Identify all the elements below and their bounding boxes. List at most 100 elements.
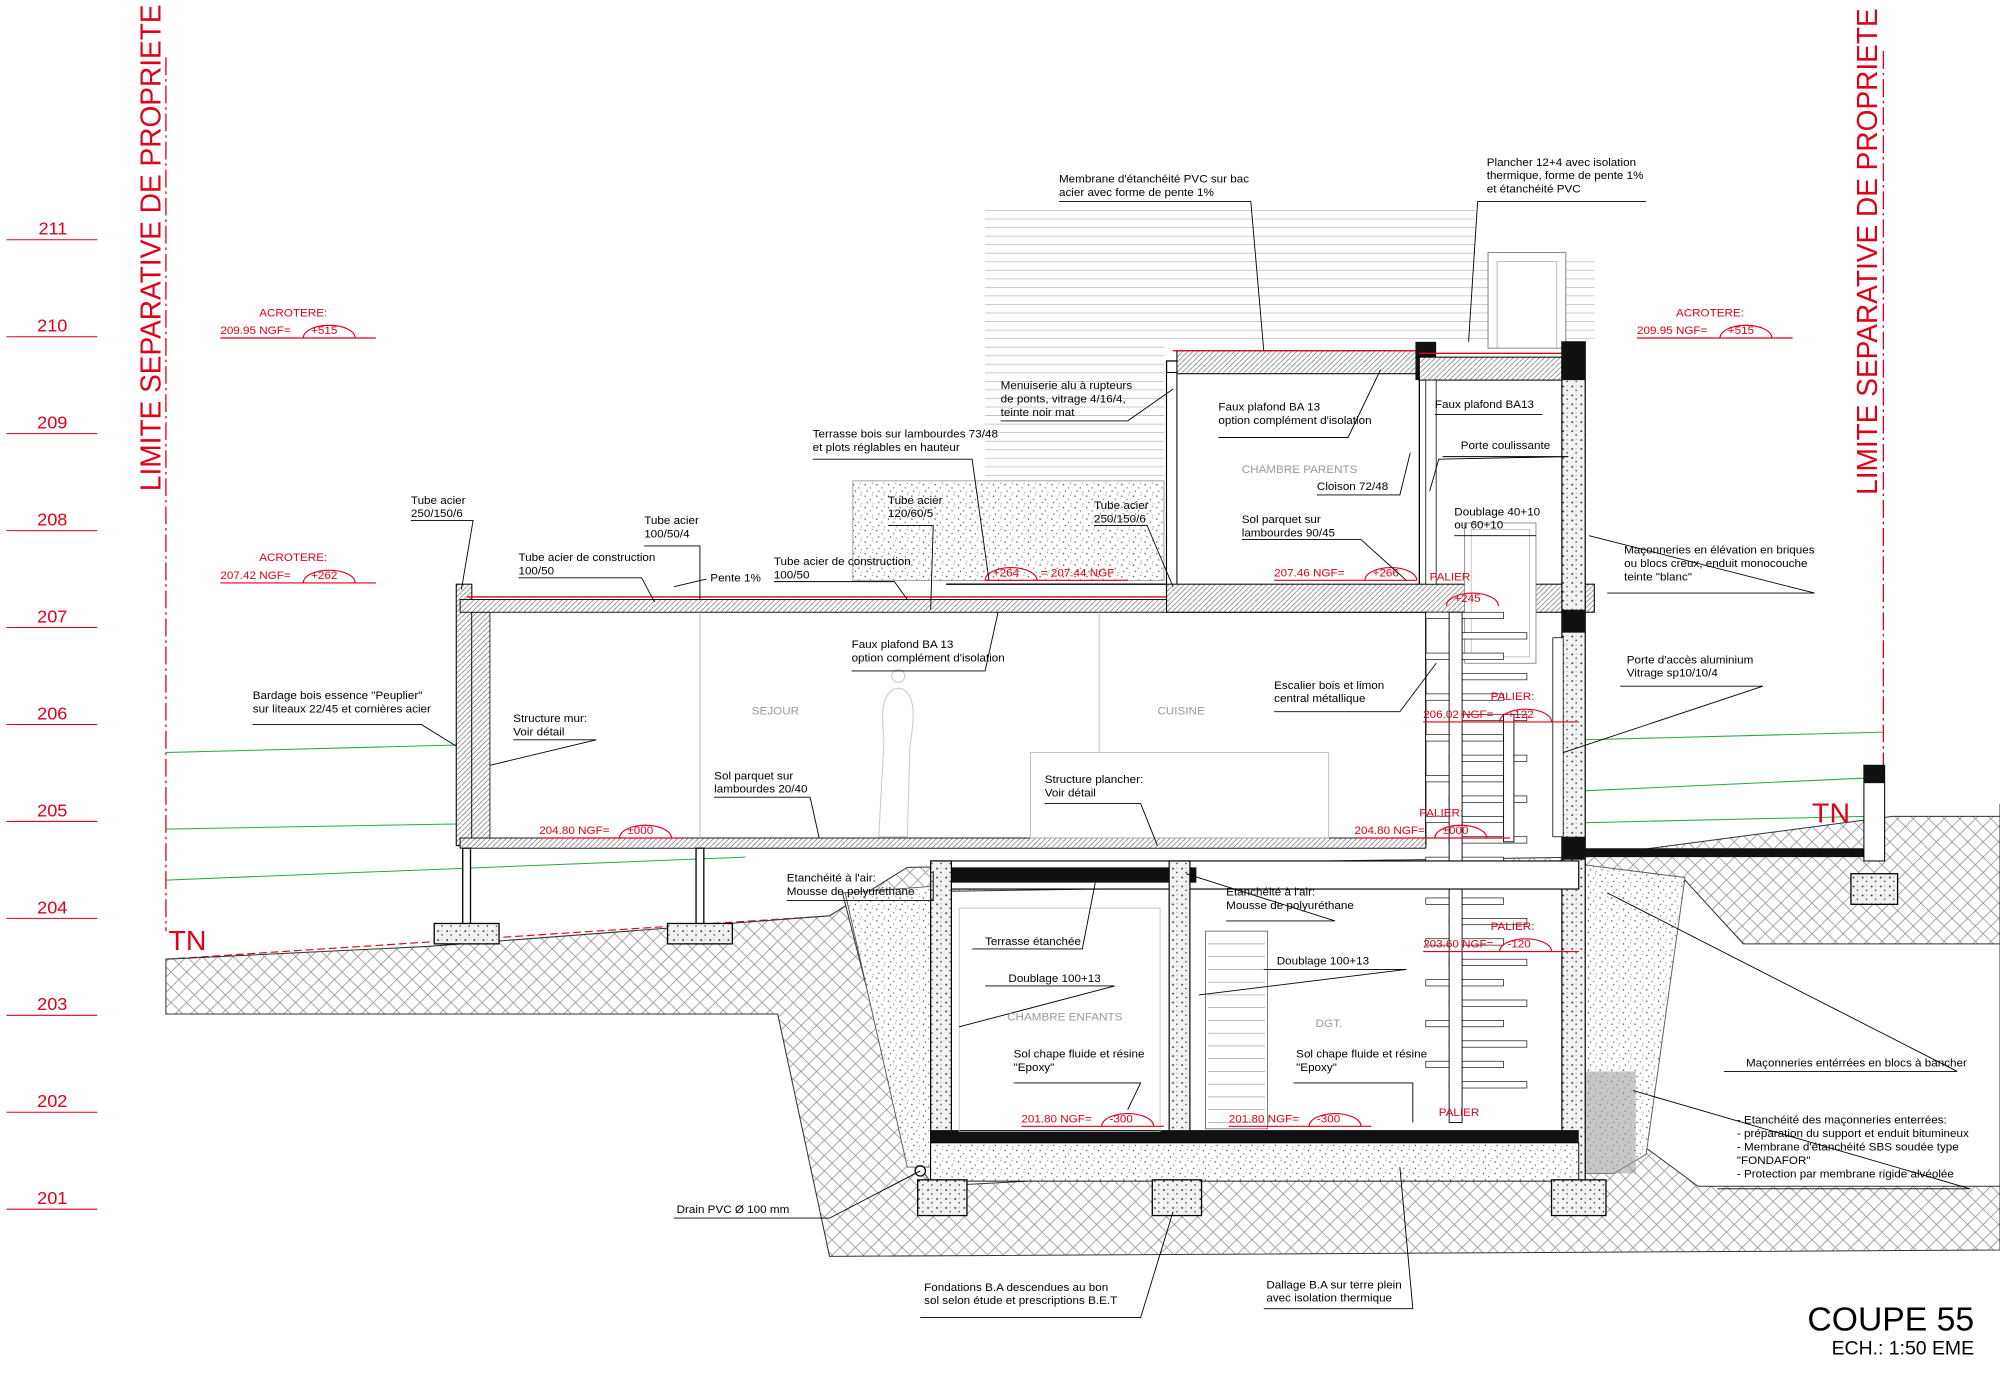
annotation-line: 100/50/4 <box>644 529 690 541</box>
level-title: PALIER <box>1439 1107 1480 1119</box>
annotation-line: ou 60+10 <box>1454 520 1503 532</box>
annotation-terrasse-etanchee: Terrasse étanchée <box>972 882 1096 950</box>
annotation-line: Vitrage sp10/10/4 <box>1627 668 1719 680</box>
annotation-line: lambourdes 20/40 <box>714 784 807 796</box>
annotation-line: thermique, forme de pente 1% <box>1487 170 1644 182</box>
room-dgt: DGT. <box>1316 1018 1343 1030</box>
annotation-sol-chape-left: Sol chape fluide et résine"Epoxy" <box>1013 1048 1144 1110</box>
level-marker-basement_left: 201.80 NGF=-300 <box>1021 1112 1164 1127</box>
ground-tn-right: TN <box>1812 797 1850 829</box>
annotation-line: Maçonneries entérrées en blocs à bancher <box>1746 1057 1967 1069</box>
annotation-line: 100/50 <box>774 570 810 582</box>
annotation-line: Etanchéité à l'air: <box>1226 886 1315 898</box>
annotation-line: "FONDAFOR" <box>1737 1155 1811 1167</box>
level-rel: +245 <box>1454 593 1480 605</box>
background-window <box>1487 252 1567 349</box>
annotation-line: acier avec forme de pente 1% <box>1059 187 1214 199</box>
room-chambre-enfants: CHAMBRE ENFANTS <box>1007 1011 1123 1023</box>
level-marker-palier_ground: PALIER:204.80 NGF=±000 <box>1354 807 1511 839</box>
annotation-line: Menuiserie alu à rupteurs <box>1001 380 1133 392</box>
annotation-faux-plafond-ba13: Faux plafond BA13 <box>1434 399 1543 415</box>
annotation-etancheite-air-left: Etanchéité à l'air:Mousse de polyuréthan… <box>787 871 934 901</box>
wood-cladding <box>455 583 473 847</box>
annotation-line: Doublage 100+13 <box>1008 973 1100 985</box>
annotation-line: Escalier bois et limon <box>1274 680 1384 692</box>
property-limit-label-right: LIMITE SEPARATIVE DE PROPRIETE <box>1851 8 1883 495</box>
level-marker-acrotere_right_high: ACROTERE:209.95 NGF=+515 <box>1637 307 1793 339</box>
annotation-line: Dallage B.A sur terre plein <box>1266 1279 1401 1291</box>
level-ngf: 203.60 NGF= <box>1423 939 1494 951</box>
annotation-structure-plancher: Structure plancher:Voir détail <box>1044 774 1158 846</box>
level-title: PALIER: <box>1491 921 1535 933</box>
annotation-line: Structure mur: <box>513 713 587 725</box>
basement-slab <box>930 1130 1579 1143</box>
annotation-line: - Protection par membrane rigide alvéolé… <box>1737 1168 1954 1180</box>
annotation-maconneries-enterrees: Maçonneries entérrées en blocs à bancher <box>1607 892 1967 1072</box>
elevation-label: 206 <box>37 704 67 724</box>
annotation-tube-construction-1: Tube acier de construction 100/50 <box>518 552 655 603</box>
level-marker-palier-basement: PALIER <box>1439 1107 1480 1119</box>
basement-shelving <box>1205 930 1269 1130</box>
annotation-cloison: Cloison 72/48 <box>1316 452 1411 496</box>
annotation-sol-parquet-ground: Sol parquet sur lambourdes 20/40 <box>714 770 820 839</box>
annotation-line: Cloison 72/48 <box>1317 481 1388 493</box>
room-sejour: SEJOUR <box>752 705 799 717</box>
annotation-line: teinte noir mat <box>1001 407 1076 419</box>
annotation-line: Maçonneries en élévation en briques <box>1624 545 1815 557</box>
annotation-structure-mur: Structure mur:Voir détail <box>489 713 597 766</box>
annotation-doublage-100-left: Doublage 100+13 <box>959 973 1115 1028</box>
annotation-sol-chape-right: Sol chape fluide et résine"Epoxy" <box>1293 1048 1427 1123</box>
annotation-line: ou blocs creux, enduit monocouche <box>1624 558 1807 570</box>
annotation-bardage: Bardage bois essence "Peuplier"sur litea… <box>252 690 457 747</box>
annotation-dallage: Dallage B.A sur terre plein avec isolatio… <box>1263 1167 1414 1310</box>
annotation-line: Terrasse bois sur lambourdes 73/48 <box>813 429 998 441</box>
ground-floor-supports <box>433 847 733 945</box>
annotation-line: teinte "blanc" <box>1624 571 1692 583</box>
annotation-line: avec isolation thermique <box>1266 1293 1392 1305</box>
masonry-wall-right <box>1561 341 1586 1185</box>
annotation-line: Tube acier de construction <box>518 552 655 564</box>
annotations: Membrane d'étanchéité PVC sur bac acier a… <box>252 157 1971 1319</box>
room-cuisine: CUISINE <box>1157 705 1205 717</box>
annotation-line: option complément d'isolation <box>1218 415 1371 427</box>
level-marker-terrace: +264= 207.44 NGF <box>984 567 1128 581</box>
annotation-line: Tube acier <box>888 495 943 507</box>
annotation-line: Porte coulissante <box>1461 440 1550 452</box>
elevation-label: 207 <box>37 607 67 627</box>
annotation-line: Faux plafond BA 13 <box>852 639 954 651</box>
annotation-line: de ponts, vitrage 4/16/4, <box>1001 393 1126 405</box>
annotation-line: Sol chape fluide et résine <box>1296 1048 1427 1060</box>
level-rel: -300 <box>1317 1114 1340 1126</box>
annotation-etancheite-maconneries: - Etanchéité des maçonneries enterrées:-… <box>1633 1090 1971 1190</box>
annotation-drain: Drain PVC Ø 100 mm <box>674 1170 921 1219</box>
annotation-line: et plots réglables en hauteur <box>813 442 960 454</box>
annotation-line: Tube acier de construction <box>774 556 911 568</box>
ground-tn-left: TN <box>169 924 207 956</box>
level-ngf: 204.80 NGF= <box>1355 825 1426 837</box>
elevation-label: 201 <box>37 1188 67 1208</box>
elevation-label: 204 <box>37 897 67 917</box>
annotation-line: Drain PVC Ø 100 mm <box>677 1204 790 1216</box>
basement-dallage <box>930 1142 1580 1182</box>
annotation-porte-coulissante: Porte coulissante <box>1429 440 1569 492</box>
annotation-membrane-pvc: Membrane d'étanchéité PVC sur bac acier a… <box>1058 173 1265 351</box>
annotation-line: Porte d'accès aluminium <box>1627 654 1754 666</box>
annotation-line: 100/50 <box>518 566 554 578</box>
annotation-line: 250/150/6 <box>1094 513 1146 525</box>
annotation-line: Membrane d'étanchéité PVC sur bac <box>1059 173 1249 185</box>
level-marker-palier_mid: PALIER:206.02 NGF=+122 <box>1423 691 1579 723</box>
level-marker-upper_floor: 207.46 NGF=+266 <box>1274 567 1418 581</box>
level-rel: ±000 <box>1443 825 1469 837</box>
property-limit-label-left: LIMITE SEPARATIVE DE PROPRIETE <box>135 4 167 491</box>
annotation-line: Sol parquet sur <box>714 770 793 782</box>
level-ngf: 206.02 NGF= <box>1423 709 1494 721</box>
elevation-label: 203 <box>37 994 67 1014</box>
